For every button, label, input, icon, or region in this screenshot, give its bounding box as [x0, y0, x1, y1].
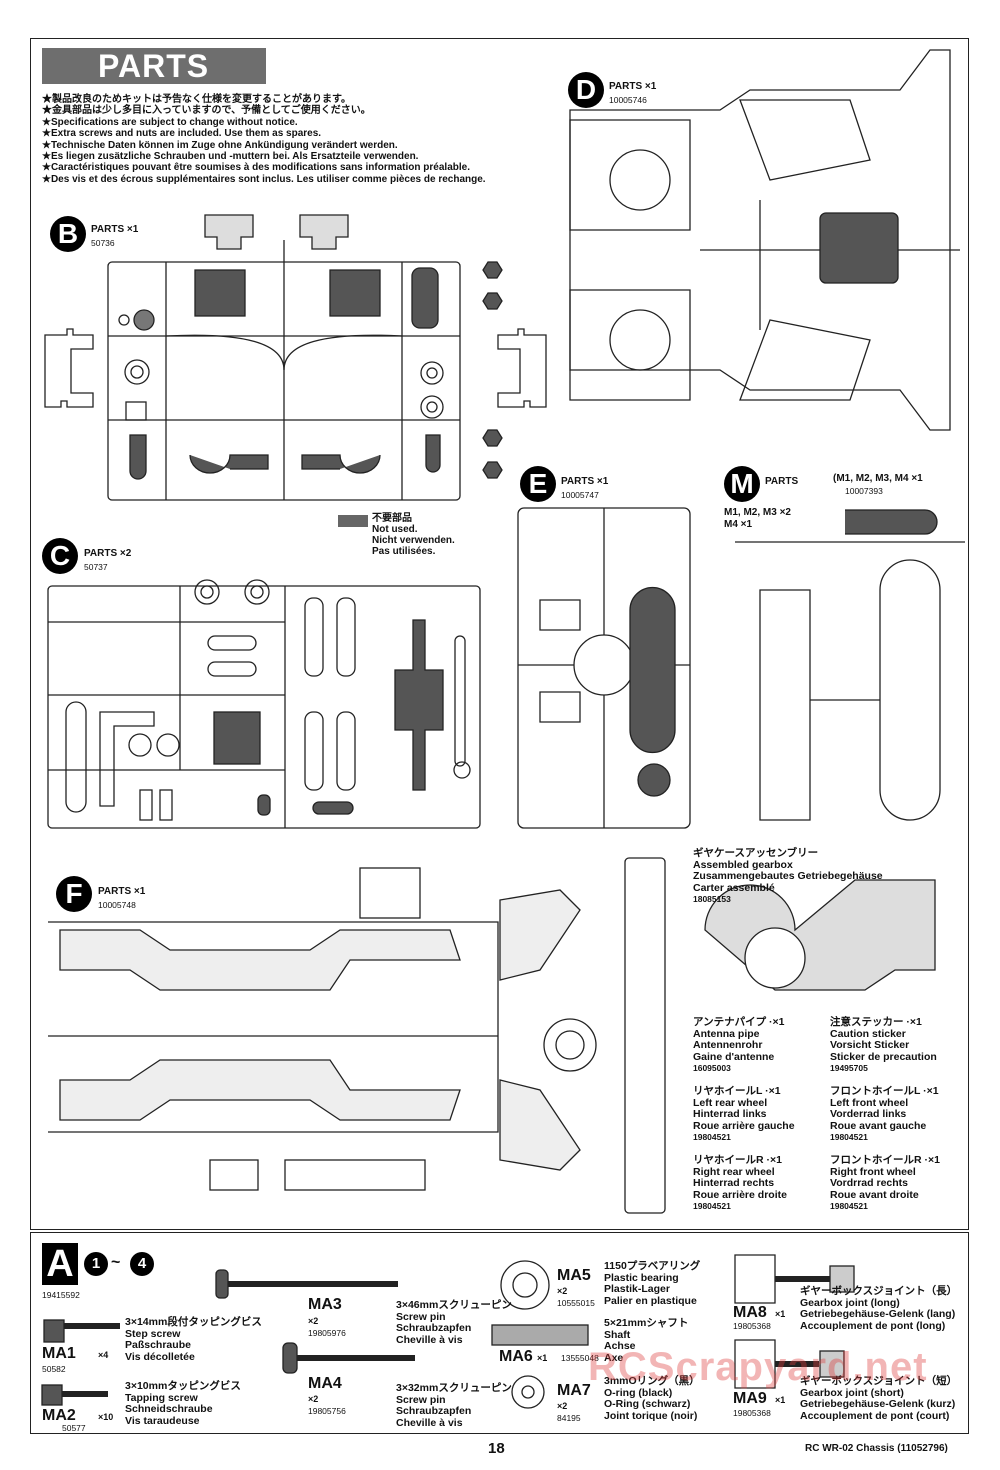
ma7-desc: 3mmOリング（黒） O-ring (black) O-Ring (schwar… — [604, 1375, 700, 1422]
sprue-m-qty-m1-m3: M1, M2, M3 ×2 — [724, 507, 791, 518]
ma2-desc: 3×10mmタッピングビス Tapping screw Schneidschra… — [125, 1380, 241, 1427]
ma3-qty: ×2 — [308, 1316, 319, 1326]
note: ★金具部品は少し多目に入っていますので、予備としてご使用ください。 — [42, 105, 371, 117]
sprue-e-drawing — [517, 507, 691, 829]
ma8-name: MA8 — [733, 1304, 767, 1321]
sprue-e-letter: E — [520, 466, 556, 502]
sprue-d-code: 10005746 — [609, 95, 647, 105]
sprue-m-code: 10007393 — [845, 486, 883, 496]
sprue-b-label: PARTS ×1 — [91, 224, 139, 235]
sprue-f-label: PARTS ×1 — [98, 886, 146, 897]
bag-frame — [30, 1232, 969, 1434]
ma6-name: MA6 — [499, 1348, 533, 1365]
ma2-name: MA2 — [42, 1407, 76, 1424]
ma4-code: 19805756 — [308, 1406, 346, 1416]
manual-title: RC WR-02 Chassis (11052796) — [805, 1443, 948, 1454]
ma6-qty: ×1 — [537, 1353, 548, 1363]
sprue-b-drawing — [44, 214, 547, 501]
bag-code: 19415592 — [42, 1290, 80, 1300]
sprue-e-code: 10005747 — [561, 490, 599, 500]
sprue-m-qty-m4: M4 ×1 — [724, 519, 753, 530]
watermark: RCScrapyard.net — [588, 1345, 928, 1389]
note: ★Des vis et des écrous supplémentaires s… — [42, 173, 486, 185]
ma4-desc: 3×32mmスクリューピン Screw pin Schraubzapfen Ch… — [396, 1382, 512, 1429]
ma6-code: 13555048 — [561, 1353, 599, 1363]
gearbox-label: ギヤケースアッセンブリー Assembled gearbox Zusammeng… — [693, 847, 883, 904]
sprue-c-drawing — [47, 579, 481, 829]
sprue-f-letter: F — [56, 876, 92, 912]
right-rear-wheel-label: リヤホイールR ·×1 Right rear wheel Hinterrad r… — [693, 1154, 787, 1211]
sprue-b-code: 50736 — [91, 238, 115, 248]
page-title: PARTS — [42, 48, 266, 84]
note: ★Technische Daten können im Zuge ohne An… — [42, 139, 398, 151]
sprue-d-label: PARTS ×1 — [609, 81, 657, 92]
sprue-m-label: PARTS — [765, 476, 799, 487]
ma9-code: 19805368 — [733, 1408, 771, 1418]
sprue-d-letter: D — [568, 72, 604, 108]
note: ★Es liegen zusätzliche Schrauben und -mu… — [42, 151, 419, 163]
gearbox-drawing — [704, 879, 936, 991]
notes-block: ★製品改良のためキットは予告なく仕様を変更することがあります。 ★金具部品は少し… — [42, 94, 486, 185]
unused-legend: 不要部品 Not used. Nicht verwenden. Pas util… — [372, 513, 455, 557]
caution-sticker-label: 注意ステッカー ·×1 Caution sticker Vorsicht Sti… — [830, 1016, 937, 1073]
ma3-name: MA3 — [308, 1296, 342, 1313]
parts-frame — [30, 38, 969, 1230]
antenna-label: アンテナパイプ ·×1 Antenna pipe Antennenrohr Ga… — [693, 1016, 785, 1073]
ma7-qty: ×2 — [557, 1401, 568, 1411]
sprue-d-drawing — [569, 49, 960, 431]
sprue-b-letter: B — [50, 216, 86, 252]
ma4-name: MA4 — [308, 1375, 342, 1392]
note: ★Specifications are subject to change wi… — [42, 116, 298, 128]
step-to-badge: 4 — [130, 1252, 154, 1276]
ma8-code: 19805368 — [733, 1321, 771, 1331]
ma3-code: 19805976 — [308, 1328, 346, 1338]
ma1-name: MA1 — [42, 1345, 76, 1362]
ma5-name: MA5 — [557, 1267, 591, 1284]
note: ★Extra screws and nuts are included. Use… — [42, 128, 322, 140]
ma7-name: MA7 — [557, 1382, 591, 1399]
ma1-qty: ×4 — [98, 1350, 109, 1360]
step-range-tilde: ~ — [111, 1254, 121, 1271]
sprue-c-letter: C — [42, 538, 78, 574]
ma1-desc: 3×14mm段付タッピングビス Step screw Paßschraube V… — [125, 1316, 262, 1363]
note: ★Caractéristiques pouvant être soumises … — [42, 162, 470, 174]
ma5-desc: 1150プラベアリング Plastic bearing Plastik-Lage… — [604, 1260, 701, 1307]
ma8-desc: ギヤーボックスジョイント（長） Gearbox joint (long) Get… — [800, 1285, 958, 1332]
ma9-name: MA9 — [733, 1390, 767, 1407]
sprue-m-letter: M — [724, 466, 760, 502]
ma3-desc: 3×46mmスクリューピン Screw pin Schraubzapfen Ch… — [396, 1299, 512, 1346]
sprue-e-label: PARTS ×1 — [561, 476, 609, 487]
ma8-qty: ×1 — [775, 1309, 786, 1319]
ma2-code: 50577 — [62, 1423, 86, 1433]
ma1-code: 50582 — [42, 1364, 66, 1374]
step-from-badge: 1 — [84, 1252, 108, 1276]
ma2-qty: ×10 — [98, 1412, 114, 1422]
sprue-m-drawing — [735, 509, 965, 821]
sprue-c-code: 50737 — [84, 562, 108, 572]
sprue-m-qty-all: (M1, M2, M3, M4 ×1 — [833, 473, 923, 484]
left-front-wheel-label: フロントホイールL ·×1 Left front wheel Vorderrad… — [830, 1085, 939, 1142]
ma4-qty: ×2 — [308, 1394, 319, 1404]
ma7-code: 84195 — [557, 1413, 581, 1423]
sprue-f-code: 10005748 — [98, 900, 136, 910]
ma9-desc: ギヤーボックスジョイント（短） Gearbox joint (short) Ge… — [800, 1375, 958, 1422]
ma5-qty: ×2 — [557, 1286, 568, 1296]
bag-item-drawings — [41, 1254, 855, 1409]
ma5-code: 10555015 — [557, 1298, 595, 1308]
page-number: 18 — [488, 1440, 505, 1457]
sprue-c-label: PARTS ×2 — [84, 548, 132, 559]
unused-part-swatch — [338, 515, 368, 527]
left-rear-wheel-label: リヤホイールL ·×1 Left rear wheel Hinterrad li… — [693, 1085, 795, 1142]
ma9-qty: ×1 — [775, 1395, 786, 1405]
sprue-f-drawing — [48, 857, 666, 1214]
note: ★製品改良のためキットは予告なく仕様を変更することがあります。 — [42, 94, 351, 105]
ma6-desc: 5×21mmシャフト Shaft Achse Axe — [604, 1317, 689, 1364]
bag-letter: A — [42, 1243, 78, 1285]
right-front-wheel-label: フロントホイールR ·×1 Right front wheel Vordrrad… — [830, 1154, 940, 1211]
